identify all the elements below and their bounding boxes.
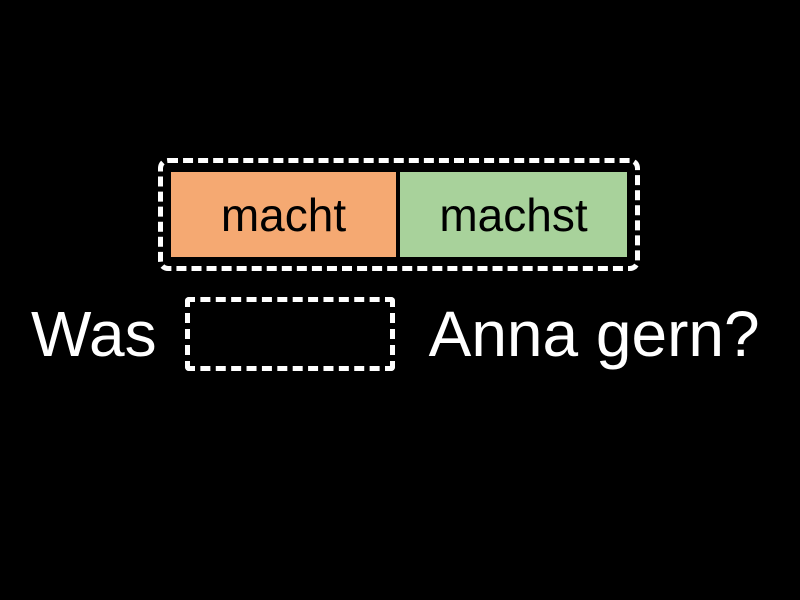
word-bank: macht machst [158, 158, 640, 271]
word-tile-machst[interactable]: machst [400, 172, 627, 257]
word-tile-macht[interactable]: macht [171, 172, 396, 257]
answer-drop-zone[interactable] [184, 297, 395, 371]
sentence-row: Was Anna gern? [0, 288, 800, 380]
word-bank-tiles: macht machst [163, 172, 635, 257]
sentence-prefix: Was [31, 298, 157, 370]
sentence-suffix: Anna gern? [428, 298, 760, 370]
